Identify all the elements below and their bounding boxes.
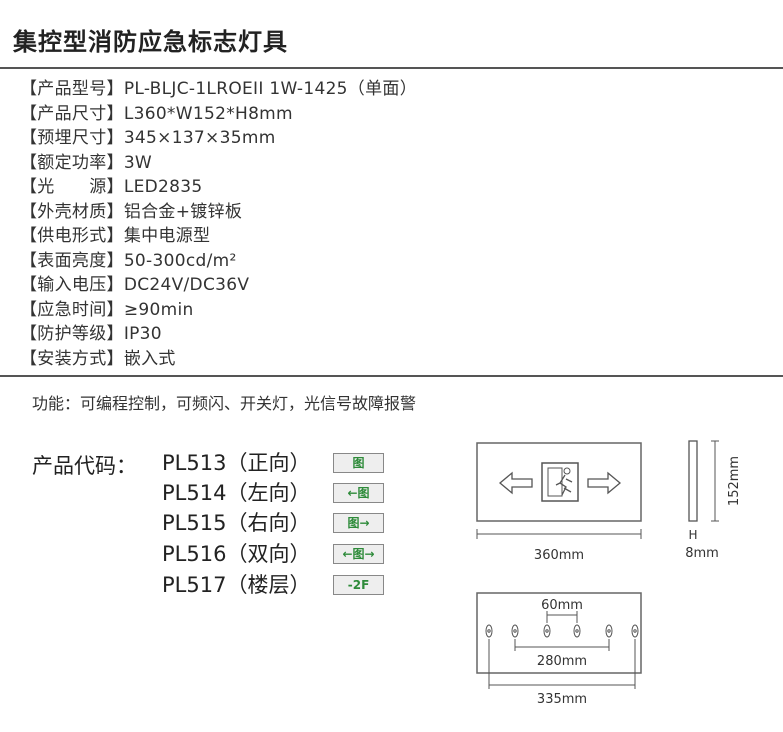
spec-row: 【防护等级】IP30: [20, 322, 417, 347]
spec-row: 【输入电压】DC24V/DC36V: [20, 273, 417, 298]
spec-row: 【外壳材质】铝合金+镀锌板: [20, 200, 417, 225]
function-description: 功能：可编程控制，可频闪、开关灯，光信号故障报警: [32, 394, 417, 413]
spec-value: L360*W152*H8mm: [123, 103, 293, 124]
spec-row: 【产品尺寸】L360*W152*H8mm: [20, 102, 417, 127]
product-code-text: PL516（双向）: [162, 542, 311, 566]
spec-value: IP30: [123, 324, 162, 344]
exit-sign-icon: ←图: [333, 483, 384, 503]
page-title: 集控型消防应急标志灯具: [13, 28, 288, 56]
back-panel-outline: [476, 592, 642, 674]
spec-row: 【供电形式】集中电源型: [20, 224, 417, 249]
exit-sign-icon: -2F: [333, 575, 384, 595]
spec-key: 【防护等级】: [20, 324, 124, 344]
spec-key: 【预埋尺寸】: [20, 128, 124, 148]
divider-top: [0, 67, 783, 69]
side-view-diagram: 152mm H 8mm: [685, 440, 742, 561]
right-arrow-icon: [587, 471, 622, 495]
spec-key: 【产品尺寸】: [20, 103, 124, 124]
spec-value: 345×137×35mm: [123, 128, 276, 148]
width-dimension-label: 360mm: [534, 548, 584, 563]
spec-value: 3W: [123, 152, 153, 173]
spec-key: 【外壳材质】: [20, 201, 124, 222]
left-arrow-icon: [498, 471, 533, 495]
spec-value: 集中电源型: [123, 226, 211, 246]
exit-sign-icon: ←图→: [333, 544, 384, 564]
thickness-h-label: H: [688, 528, 697, 542]
spec-key: 【表面亮度】: [20, 250, 124, 271]
side-profile: [688, 440, 698, 522]
product-code-label: 产品代码：: [32, 454, 137, 478]
spec-key: 【应急时间】: [20, 299, 124, 320]
spec-row: 【额定功率】3W: [20, 151, 417, 176]
back-view-diagram: 60mm 280mm 335mm: [476, 592, 642, 707]
spec-row: 【光 源】LED2835: [20, 175, 417, 200]
spec-value: DC24V/DC36V: [123, 275, 250, 295]
spec-row: 【应急时间】≥90min: [20, 298, 417, 323]
spec-key: 【供电形式】: [20, 226, 124, 246]
thickness-dimension-label: 8mm: [685, 546, 719, 561]
spec-value: ≥90min: [123, 299, 194, 320]
exit-figure-icon: [541, 462, 579, 502]
spec-value: 铝合金+镀锌板: [123, 201, 243, 222]
product-code-text: PL513（正向）: [162, 451, 311, 475]
product-code-text: PL515（右向）: [162, 511, 311, 535]
product-code-text: PL514（左向）: [162, 481, 311, 505]
spec-value: 嵌入式: [123, 348, 176, 369]
spec-key: 【光 源】: [20, 177, 124, 197]
spec-key: 【安装方式】: [20, 348, 124, 369]
exit-sign-icon: 图→: [333, 513, 384, 533]
spec-row: 【表面亮度】50-300cd/m²: [20, 249, 417, 274]
hole-outer-label: 280mm: [537, 654, 587, 669]
hole-spacing-label: 60mm: [541, 598, 583, 613]
spec-key: 【额定功率】: [20, 152, 124, 173]
spec-row: 【安装方式】嵌入式: [20, 347, 417, 372]
front-view-diagram: 360mm: [476, 442, 642, 563]
exit-sign-icon: 图: [333, 453, 384, 473]
product-code-text: PL517（楼层）: [162, 573, 311, 597]
panel-outline: [476, 442, 642, 522]
spec-row: 【产品型号】PL-BLJC-1LROEII 1W-1425（单面）: [20, 77, 417, 102]
height-dimension-label: 152mm: [727, 456, 742, 506]
spec-value: 50-300cd/m²: [123, 250, 237, 271]
spec-value: LED2835: [123, 177, 203, 197]
spec-key: 【产品型号】: [20, 79, 124, 99]
embed-width-label: 335mm: [537, 692, 587, 707]
mounting-holes: [485, 624, 639, 638]
spec-list: 【产品型号】PL-BLJC-1LROEII 1W-1425（单面）【产品尺寸】L…: [20, 77, 417, 371]
spec-key: 【输入电压】: [20, 275, 124, 295]
spec-value: PL-BLJC-1LROEII 1W-1425（单面）: [123, 79, 418, 99]
spec-row: 【预埋尺寸】345×137×35mm: [20, 126, 417, 151]
divider-middle: [0, 375, 783, 377]
